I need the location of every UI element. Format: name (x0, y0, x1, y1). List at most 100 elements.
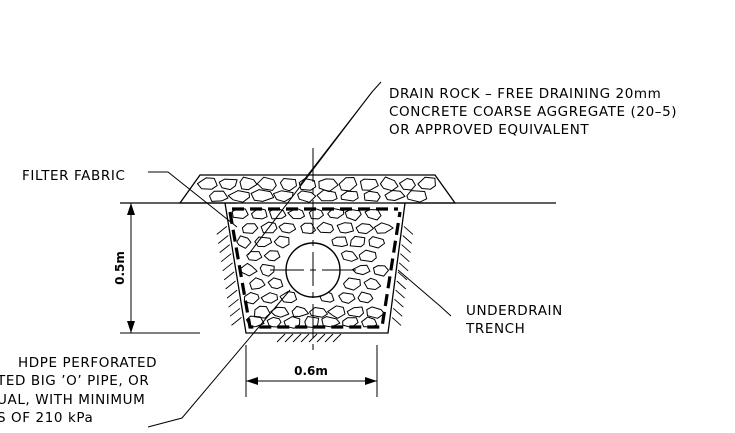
soil-hatch-mark (217, 235, 229, 244)
underdrain-trench (224, 202, 406, 334)
drain-rock-stone (287, 207, 305, 220)
drain-rock-stone (278, 222, 297, 234)
pipe-line-3: UAL, WITH MINIMUM (0, 392, 145, 408)
drain-rock-stone (256, 176, 277, 191)
pipe-line-4: S OF 210 kPa (0, 410, 93, 426)
soil-hatch-mark (400, 253, 410, 263)
soil-hatch-mark (332, 333, 342, 343)
soil-hatch-mark (231, 317, 242, 326)
drain-rock-stone (316, 189, 338, 202)
drain-rock-stone (343, 277, 361, 291)
soil-hatch-mark (398, 262, 409, 272)
drain-rock-stone (209, 190, 229, 202)
drain-rock-line-2: CONCRETE COARSE AGGREGATE (20–5) (389, 104, 677, 120)
soil-hatch-mark (229, 307, 241, 317)
drain-rock-stone (260, 221, 278, 234)
drain-rock-stone (358, 249, 377, 263)
drain-rock-line-1: DRAIN ROCK – FREE DRAINING 20mm (389, 86, 661, 102)
drain-rock-stone (327, 305, 346, 319)
drain-rock-stone (417, 176, 436, 190)
soil-hatch-mark (284, 333, 294, 343)
drain-rock-stone (218, 178, 238, 191)
drain-rock-stone (308, 207, 324, 220)
drain-rock-stone (327, 207, 345, 219)
drain-rock-stone (340, 250, 359, 262)
drain-rock-stone (196, 177, 218, 190)
soil-hatch-mark (392, 307, 403, 317)
soil-hatch-mark (403, 226, 414, 235)
width-dimension: 0.6m (245, 345, 378, 397)
drain-rock-stone (344, 209, 362, 222)
drain-rock-stone (379, 176, 399, 192)
drain-rock-stone (340, 190, 359, 202)
drain-rock-stone (361, 316, 378, 328)
drain-rock-stone (406, 190, 428, 203)
drain-rock-stone (384, 190, 406, 201)
drain-rock-stone (259, 263, 275, 277)
drain-rock-stone (399, 178, 416, 191)
centerlines (270, 148, 357, 350)
drain-rock-stone (298, 178, 317, 191)
drain-rock-stone (266, 316, 282, 328)
drain-rock-stone (249, 277, 266, 290)
drain-rock-stone (349, 235, 366, 248)
leaders (147, 81, 452, 428)
drain-rock-stone (270, 306, 290, 318)
drain-rock-stone (373, 265, 389, 277)
soil-hatch-mark (292, 333, 302, 343)
soil-hatch-mark (401, 244, 411, 253)
drain-rock-stone (300, 222, 316, 234)
soil-hatch-mark (223, 271, 235, 281)
underdrain-trench-line-2: TRENCH (465, 321, 525, 337)
drain-rock-stone (273, 235, 290, 249)
drain-rock-stone (279, 178, 297, 192)
soil-hatch-mark (228, 298, 239, 308)
drain-rock-stone (363, 277, 382, 290)
filter-fabric-label: FILTER FABRIC (22, 168, 125, 184)
soil-hatch-mark (220, 253, 232, 263)
soil-hatch-mark (397, 271, 408, 281)
drain-rock-stone (336, 222, 354, 234)
soil-hatch-mark (324, 333, 334, 343)
drain-rock-stone (283, 316, 301, 329)
drain-rock-stone (246, 315, 265, 328)
soil-hatch-mark (395, 289, 405, 299)
drain-rock-mound (178, 174, 457, 204)
drain-rock-stone (254, 305, 271, 319)
drain-rock-note: DRAIN ROCK – FREE DRAINING 20mm CONCRETE… (389, 86, 677, 138)
soil-hatch-mark (216, 226, 228, 235)
soil-hatch-mark (402, 235, 413, 244)
drain-rock-stone (260, 292, 278, 304)
drain-rock-stone (338, 292, 356, 304)
drain-rock-stone (318, 178, 339, 193)
drain-rock-stone (297, 190, 317, 203)
drain-rock-stone (246, 251, 263, 261)
drain-rock-stone (366, 306, 385, 319)
soil-hatch-mark (300, 333, 310, 343)
drain-rock-stone (346, 306, 364, 318)
drain-rock-stone (254, 236, 273, 248)
pipe-note: HDPE PERFORATED TED BIG ’O’ PIPE, OR UAL… (0, 355, 157, 426)
soil-hatch-mark (276, 333, 286, 343)
drain-rock-stone (363, 190, 381, 202)
underdrain-trench-note: UNDERDRAIN TRENCH (465, 303, 562, 337)
drain-rock-stone (243, 292, 260, 305)
drain-rock-stone (355, 223, 374, 235)
drain-rock-stone (279, 291, 298, 304)
drain-rock-stone (338, 177, 358, 192)
drain-rock-stone (227, 190, 250, 203)
drain-rock-stone (267, 277, 284, 290)
drain-rock-stone (273, 190, 294, 203)
drain-rock-stone (316, 221, 334, 234)
drain-rock-stone (309, 307, 328, 318)
drain-rock-stone (364, 209, 382, 221)
soil-hatch-mark (396, 280, 407, 290)
soil-hatch-mark (226, 289, 238, 299)
drain-rock-stone (239, 176, 258, 191)
soil-hatch-mark (391, 317, 402, 326)
drain-rock-stone (269, 207, 287, 220)
drain-rock-stone (231, 208, 249, 219)
drain-rock-stone (291, 305, 309, 317)
soil-hatching (216, 226, 414, 343)
